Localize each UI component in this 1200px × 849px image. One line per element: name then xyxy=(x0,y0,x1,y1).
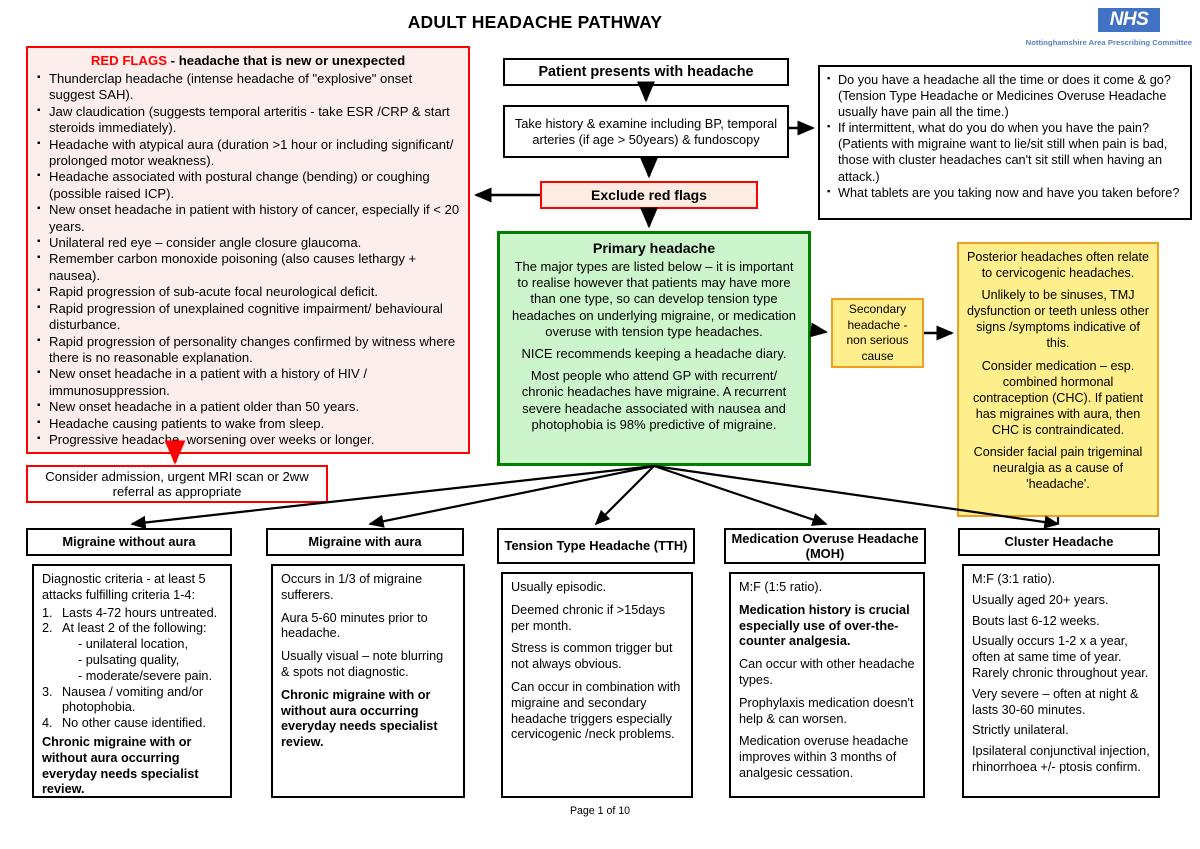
primary-headache-paragraph: The major types are listed below – it is… xyxy=(511,259,796,339)
type-paragraph: Bouts last 6-12 weeks. xyxy=(972,613,1100,628)
type-body-migraine-without-aura: Diagnostic criteria - at least 5 attacks… xyxy=(32,564,232,798)
type-paragraph: Usually aged 20+ years. xyxy=(972,592,1109,607)
type-header-migraine-with-aura: Migraine with aura xyxy=(266,528,464,556)
item-number: 1. xyxy=(42,605,53,620)
type-body-cluster-headache: M:F (3:1 ratio). Usually aged 20+ years.… xyxy=(962,564,1160,798)
type-paragraph: Usually visual – note blurring & spots n… xyxy=(281,649,444,679)
type-paragraph: Ipsilateral conjunctival injection, rhin… xyxy=(972,744,1150,774)
type-numbered-item: 4. No other cause identified. xyxy=(42,716,222,732)
list-item: Headache causing patients to wake from s… xyxy=(36,415,460,432)
posterior-headaches-box: Posterior headaches often relate to cerv… xyxy=(957,242,1159,517)
red-flags-list: Thunderclap headache (intense headache o… xyxy=(36,70,460,448)
nhs-logo: NHS xyxy=(1098,8,1160,32)
type-paragraph: Prophylaxis medication doesn't help & ca… xyxy=(739,695,914,726)
exclude-red-flags-box: Exclude red flags xyxy=(540,181,758,209)
type-header-cluster-headache: Cluster Headache xyxy=(958,528,1160,556)
nhs-subtitle: Nottinghamshire Area Prescribing Committ… xyxy=(1025,38,1192,47)
type-sub-item: - unilateral location, xyxy=(78,637,189,652)
red-flags-panel: RED FLAGS - headache that is new or unex… xyxy=(26,46,470,454)
type-paragraph: Deemed chronic if >15days per month. xyxy=(511,602,666,633)
item-text: At least 2 of the following: xyxy=(62,621,207,636)
type-paragraph: Very severe – often at night & lasts 30-… xyxy=(972,686,1139,717)
page-footer: Page 1 of 10 xyxy=(569,805,631,817)
page-title: ADULT HEADACHE PATHWAY xyxy=(407,12,663,32)
type-numbered-item: 3. Nausea / vomiting and/or photophobia. xyxy=(42,685,222,717)
red-flags-title-red: RED FLAGS xyxy=(90,53,168,68)
item-number: 3. xyxy=(42,684,53,699)
list-item: Unilateral red eye – consider angle clos… xyxy=(36,234,460,251)
type-body-migraine-with-aura: Occurs in 1/3 of migraine sufferers. Aur… xyxy=(271,564,465,798)
type-sub-item: - pulsating quality, xyxy=(78,652,180,667)
primary-headache-paragraph: Most people who attend GP with recurrent… xyxy=(521,368,787,432)
list-item: Rapid progression of personality changes… xyxy=(36,333,460,367)
consider-admission-box: Consider admission, urgent MRI scan or 2… xyxy=(26,465,328,503)
type-bold-note: Medication history is crucial especially… xyxy=(739,602,910,649)
posterior-headaches-paragraph: Consider facial pain trigeminal neuralgi… xyxy=(973,445,1143,492)
patient-presents-box: Patient presents with headache xyxy=(503,58,789,86)
type-sub-item: - moderate/severe pain. xyxy=(78,668,212,683)
list-item: New onset headache in patient with histo… xyxy=(36,201,460,235)
list-item: Rapid progression of unexplained cogniti… xyxy=(36,300,460,334)
list-item: Do you have a headache all the time or d… xyxy=(826,71,1183,120)
type-paragraph: M:F (1:5 ratio). xyxy=(739,580,823,594)
item-text: No other cause identified. xyxy=(62,716,206,731)
history-questions-list: Do you have a headache all the time or d… xyxy=(826,71,1183,201)
type-body-medication-overuse-headache: M:F (1:5 ratio). Medication history is c… xyxy=(729,572,925,798)
type-paragraph: M:F (3:1 ratio). xyxy=(972,572,1056,586)
type-header-migraine-without-aura: Migraine without aura xyxy=(26,528,232,556)
type-bold-note: Chronic migraine with or without aura oc… xyxy=(281,687,438,750)
list-item: Rapid progression of sub-acute focal neu… xyxy=(36,283,460,300)
type-header-tension-type-headache: Tension Type Headache (TTH) xyxy=(497,528,695,564)
list-item: New onset headache in a patient with a h… xyxy=(36,365,460,399)
type-paragraph: Medication overuse headache improves wit… xyxy=(739,734,909,780)
list-item: Headache with atypical aura (duration >1… xyxy=(36,136,460,170)
history-questions-box: Do you have a headache all the time or d… xyxy=(818,65,1192,220)
item-number: 4. xyxy=(42,716,53,731)
posterior-headaches-paragraph: Unlikely to be sinuses, TMJ dysfunction … xyxy=(966,288,1150,351)
red-flags-title-rest: - headache that is new or unexpected xyxy=(167,53,406,68)
type-paragraph: Usually occurs 1-2 x a year, often at sa… xyxy=(972,634,1149,680)
type-numbered-item: 2. At least 2 of the following: xyxy=(42,621,222,637)
type-paragraph: Can occur with other headache types. xyxy=(739,657,915,687)
type-paragraph: Usually episodic. xyxy=(511,580,607,594)
secondary-headache-box: Secondary headache - non serious cause xyxy=(831,298,924,368)
list-item: New onset headache in a patient older th… xyxy=(36,398,460,415)
type-paragraph: Can occur in combination with migraine a… xyxy=(511,679,681,742)
list-item: If intermittent, what do you do when you… xyxy=(826,119,1183,184)
type-body-tension-type-headache: Usually episodic. Deemed chronic if >15d… xyxy=(501,572,693,798)
primary-headache-paragraph: NICE recommends keeping a headache diary… xyxy=(521,346,787,362)
list-item: Remember carbon monoxide poisoning (also… xyxy=(36,250,460,284)
list-item: Headache associated with postural change… xyxy=(36,168,460,202)
posterior-headaches-paragraph: Consider medication – esp. combined horm… xyxy=(972,358,1144,437)
type-header-medication-overuse-headache: Medication Overuse Headache (MOH) xyxy=(724,528,926,564)
type-bold-note: Chronic migraine with or without aura oc… xyxy=(42,734,199,797)
posterior-headaches-paragraph: Posterior headaches often relate to cerv… xyxy=(966,250,1150,281)
list-item: Progressive headache, worsening over wee… xyxy=(36,431,460,448)
primary-headache-box: Primary headache The major types are lis… xyxy=(497,231,811,466)
type-paragraph: Stress is common trigger but not always … xyxy=(511,641,673,672)
red-flags-title: RED FLAGS - headache that is new or unex… xyxy=(36,53,460,69)
list-item: Jaw claudication (suggests temporal arte… xyxy=(36,103,460,137)
item-text: Nausea / vomiting and/or photophobia. xyxy=(62,684,204,715)
item-text: Lasts 4-72 hours untreated. xyxy=(62,605,218,620)
list-item: What tablets are you taking now and have… xyxy=(826,184,1183,201)
primary-headache-title: Primary headache xyxy=(592,241,716,257)
type-intro: Diagnostic criteria - at least 5 attacks… xyxy=(42,572,206,602)
type-paragraph: Strictly unilateral. xyxy=(972,723,1069,738)
list-item: Thunderclap headache (intense headache o… xyxy=(36,70,460,104)
type-paragraph: Occurs in 1/3 of migraine sufferers. xyxy=(281,572,423,602)
type-numbered-item: 1. Lasts 4-72 hours untreated. xyxy=(42,606,222,622)
item-number: 2. xyxy=(42,621,53,636)
type-paragraph: Aura 5-60 minutes prior to headache. xyxy=(281,610,428,641)
take-history-box: Take history & examine including BP, tem… xyxy=(503,105,789,158)
